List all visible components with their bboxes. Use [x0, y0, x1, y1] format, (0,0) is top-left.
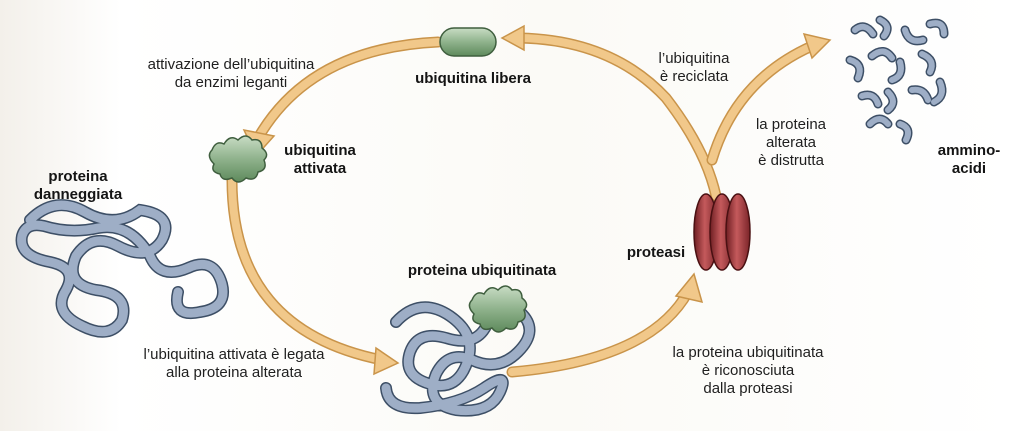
ubiquitinated-text: proteina ubiquitinata — [407, 262, 557, 279]
arrow-binding — [226, 174, 400, 376]
recycled-line-2: è reciclata — [659, 68, 729, 85]
bound-line-2: alla proteina alterata — [166, 364, 302, 381]
free-ubiquitin-label: ubiquitina libera — [398, 70, 548, 88]
activation-line-1: attivazione dell’ubiquitina — [147, 56, 315, 73]
activation-line-2: da enzimi leganti — [174, 74, 288, 91]
activated-ubiquitin-label: ubiquitina attivata — [270, 142, 370, 178]
amino-acid-fragments — [845, 15, 949, 145]
damaged-line-2: danneggiata — [33, 186, 123, 203]
proteasome-label: proteasi — [616, 244, 696, 262]
proteasome-text: proteasi — [626, 244, 686, 261]
activated-ubiquitin-shape — [208, 135, 268, 183]
activated-line-1: ubiquitina — [284, 142, 356, 159]
activated-line-2: attivata — [293, 160, 347, 177]
amino-acids-line-1: ammino- — [937, 142, 1001, 159]
recycled-line-1: l’ubiquitina — [658, 50, 730, 67]
damaged-protein-label: proteina danneggiata — [18, 168, 138, 204]
recognized-line-1: la proteina ubiquitinata — [672, 344, 824, 361]
recognized-line-3: dalla proteasi — [703, 380, 793, 397]
destroyed-line-1: la proteina — [755, 116, 827, 133]
bound-line-1: l’ubiquitina attivata è legata — [143, 346, 325, 363]
recycled-label: l’ubiquitina è reciclata — [634, 50, 754, 86]
activation-label: attivazione dell’ubiquitina da enzimi le… — [126, 56, 336, 92]
free-ubiquitin-shape — [439, 27, 497, 57]
ubiquitinated-protein-shape — [380, 285, 536, 417]
free-ubiquitin-text: ubiquitina libera — [415, 70, 531, 87]
recognized-line-2: è riconosciuta — [701, 362, 795, 379]
amino-acids-label: ammino- acidi — [928, 142, 1010, 178]
arrow-recognition — [506, 272, 704, 378]
destroyed-line-2: alterata — [765, 134, 817, 151]
recognized-label: la proteina ubiquitinata è riconosciuta … — [648, 344, 848, 398]
destroyed-line-3: è distrutta — [758, 152, 824, 169]
damaged-protein-shape — [15, 199, 229, 338]
amino-acids-line-2: acidi — [951, 160, 987, 177]
proteasome-shape — [693, 193, 751, 271]
damaged-line-1: proteina — [48, 168, 108, 185]
arrow-recycle-split — [500, 24, 832, 202]
bound-label: l’ubiquitina attivata è legata alla prot… — [104, 346, 364, 382]
destroyed-label: la proteina alterata è distrutta — [736, 116, 846, 170]
ubiquitinated-protein-label: proteina ubiquitinata — [392, 262, 572, 280]
